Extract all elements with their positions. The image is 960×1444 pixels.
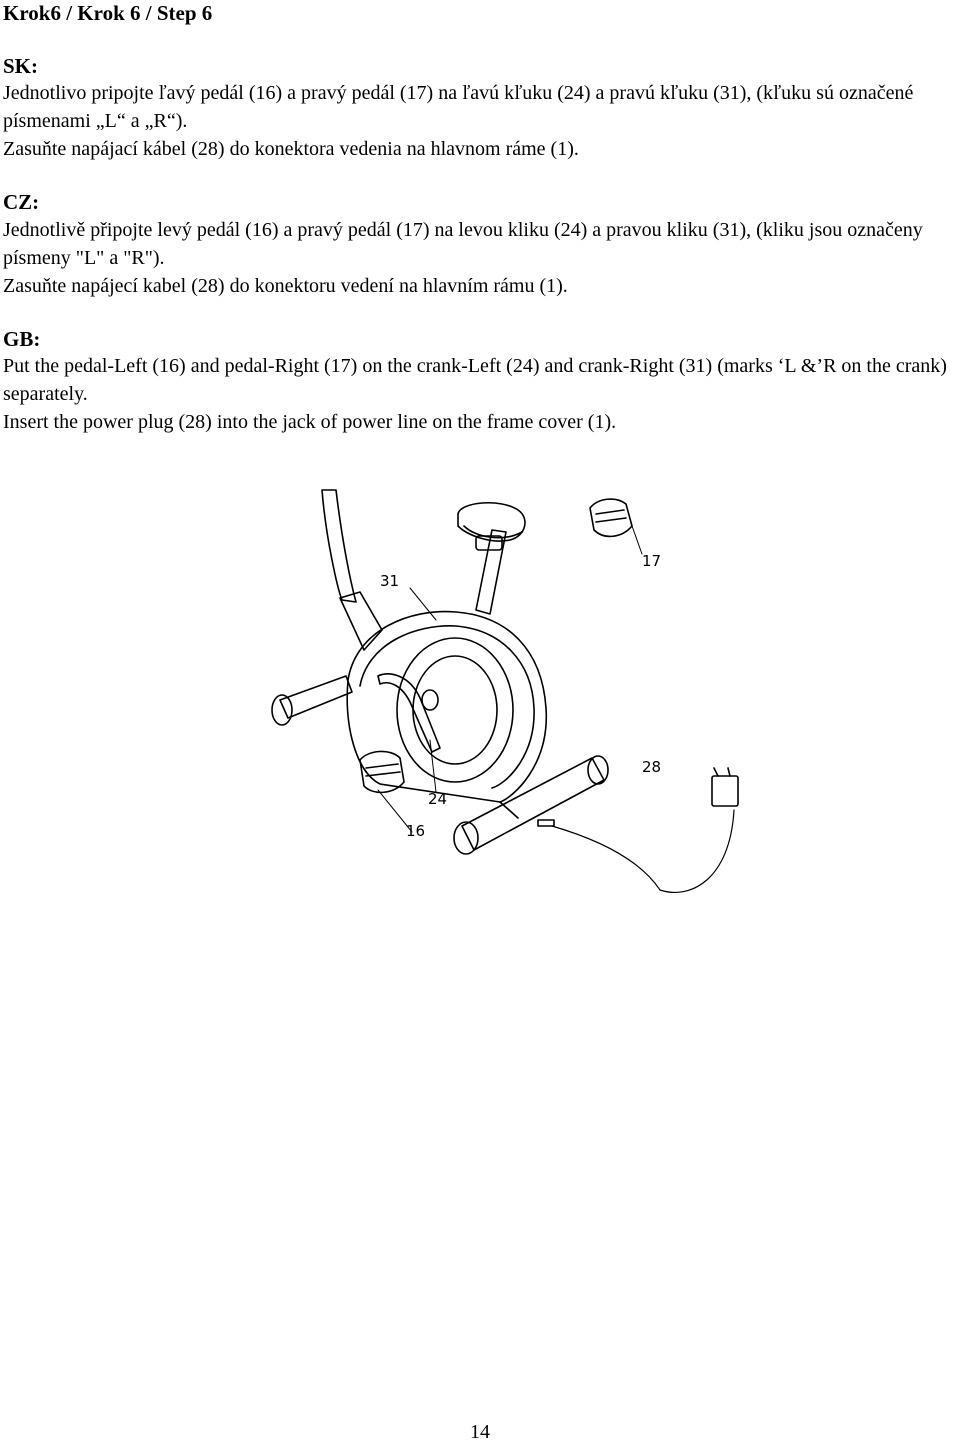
callout-24: 24 (428, 790, 447, 808)
front-end-cap-left (453, 821, 479, 855)
front-end-cap-right (587, 755, 609, 785)
seat-post (475, 529, 507, 615)
sk-line-1: Jednotlivo pripojte ľavý pedál (16) a pr… (3, 82, 914, 132)
sk-instructions: Jednotlivo pripojte ľavý pedál (16) a pr… (3, 79, 958, 163)
pedal-left (359, 750, 405, 794)
power-cable (551, 809, 735, 894)
power-adapter (711, 775, 739, 807)
gb-instructions: Put the pedal-Left (16) and pedal-Right … (3, 352, 958, 436)
page-number: 14 (470, 1421, 490, 1443)
sk-line-2: Zasuňte napájací kábel (28) do konektora… (3, 138, 579, 160)
cz-instructions: Jednotlivě připojte levý pedál (16) a pr… (3, 216, 958, 300)
gb-label: GB: (3, 327, 41, 351)
rear-end-cap (271, 694, 293, 726)
power-plug (537, 819, 555, 827)
cz-line-2: Zasuňte napájecí kabel (28) do konektoru… (3, 275, 568, 297)
upright-post (321, 489, 357, 603)
sk-label: SK: (3, 54, 39, 78)
exercise-bike-illustration: 31 17 28 24 16 (260, 480, 760, 900)
callout-17: 17 (642, 552, 661, 570)
page-heading: Krok6 / Krok 6 / Step 6 (3, 1, 213, 25)
gb-line-1: Put the pedal-Left (16) and pedal-Right … (3, 355, 947, 405)
gb-line-2: Insert the power plug (28) into the jack… (3, 411, 617, 433)
flywheel-disc (396, 637, 514, 783)
frame-cover (346, 610, 547, 803)
cz-line-1: Jednotlivě připojte levý pedál (16) a pr… (3, 219, 923, 269)
rear-stabilizer (279, 675, 353, 719)
callout-16: 16 (406, 822, 425, 840)
callout-31: 31 (380, 572, 399, 590)
crank-hub (421, 689, 439, 711)
cz-label: CZ: (3, 190, 40, 214)
callout-28: 28 (642, 758, 661, 776)
exercise-bike-drawing: 31 17 28 24 16 (271, 489, 739, 894)
seat-clamp (475, 535, 503, 551)
